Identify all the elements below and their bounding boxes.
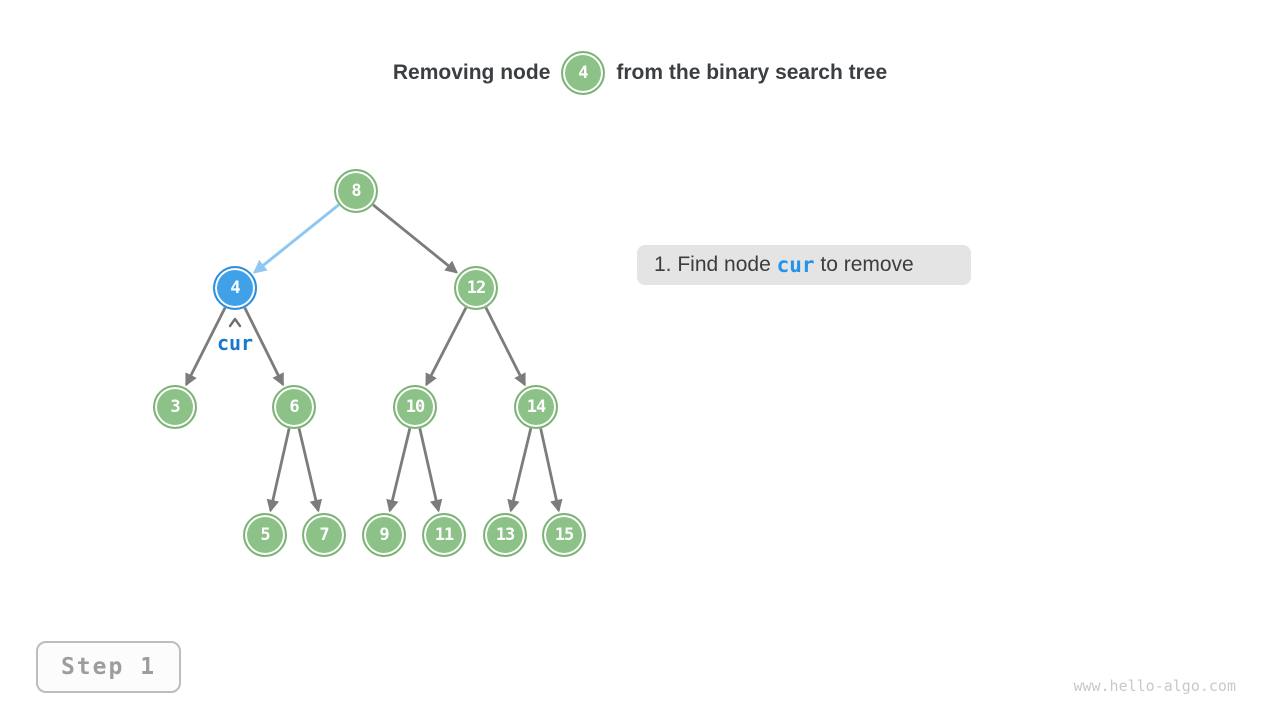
tree-edge-6-5 (266, 428, 291, 513)
tree-edge-8-12 (372, 203, 459, 274)
tree-node-14: 14 (514, 385, 558, 429)
tree-edge-4-3 (185, 307, 227, 387)
tree-node-13: 13 (483, 513, 527, 557)
tree-edge-4-6 (243, 307, 285, 387)
title-prefix: Removing node (392, 61, 551, 84)
tree-edge-14-13 (507, 428, 533, 513)
tree-edge-12-10 (425, 306, 468, 387)
tree-node-8: 8 (334, 169, 378, 213)
step-label: Step 1 (60, 654, 157, 680)
note-text-part2: to remove (814, 253, 914, 276)
tree-edge-6-7 (297, 428, 322, 513)
cur-pointer: cur (195, 316, 275, 355)
tree-edge-8-4 (252, 203, 340, 274)
title-node-circle: 4 (561, 51, 606, 95)
title-suffix: from the binary search tree (616, 61, 888, 84)
caret-up-icon (228, 317, 242, 328)
tree-edge-10-9 (386, 428, 412, 513)
tree-node-3: 3 (153, 385, 197, 429)
note-text-part1: 1. Find node (654, 253, 777, 276)
tree-edge-14-15 (539, 428, 563, 513)
tree-node-4: 4 (213, 266, 257, 310)
tree-edge-12-14 (484, 307, 526, 387)
tree-node-11: 11 (422, 513, 466, 557)
page-title: Removing node 4 from the binary search t… (0, 50, 1280, 96)
note-cur-keyword: cur (776, 253, 815, 277)
tree-node-7: 7 (302, 513, 346, 557)
cur-pointer-label: cur (216, 331, 254, 355)
tree-edge-10-11 (418, 428, 443, 513)
watermark: www.hello-algo.com (1073, 677, 1236, 695)
tree-node-12: 12 (454, 266, 498, 310)
title-node-value: 4 (578, 63, 589, 83)
tree-node-15: 15 (542, 513, 586, 557)
tree-node-10: 10 (393, 385, 437, 429)
tree-node-5: 5 (243, 513, 287, 557)
tree-node-9: 9 (362, 513, 406, 557)
step-indicator: Step 1 (36, 641, 181, 693)
instruction-note: 1. Find node cur to remove (637, 245, 971, 285)
tree-node-6: 6 (272, 385, 316, 429)
